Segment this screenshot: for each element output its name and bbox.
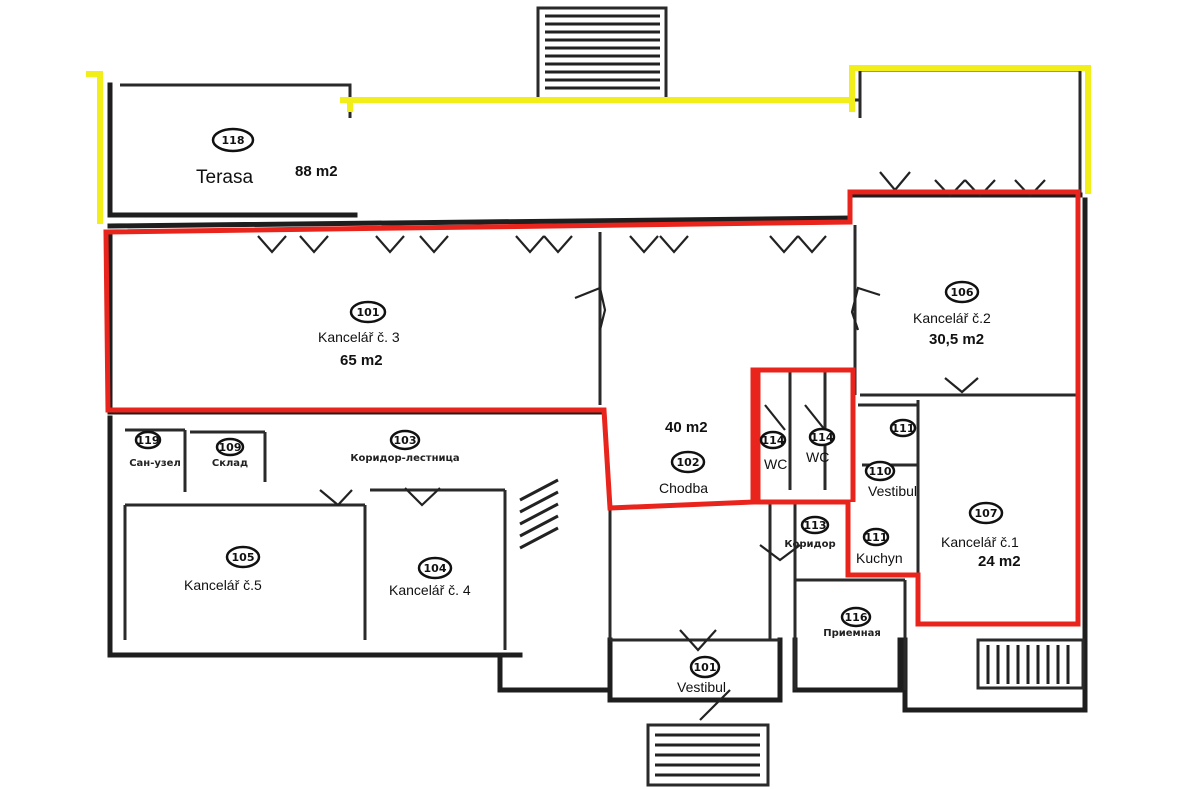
kancelar3-name: Kancelář č. 3	[318, 329, 400, 345]
room-labels: Terasa 88 m2 Kancelář č. 3 65 m2 40 m2 C…	[184, 163, 1021, 695]
interior-walls	[107, 225, 1080, 690]
outer-walls	[107, 68, 1088, 713]
kancelar1-name: Kancelář č.1	[941, 534, 1019, 550]
priemnaya-print: Приемная	[823, 628, 881, 639]
wc2-number: 114	[811, 431, 834, 444]
sklad-print: Склад	[212, 458, 248, 469]
kancelar4-number: 104	[424, 562, 447, 575]
koridor-lestnica-number: 103	[394, 434, 417, 447]
chodba-name: Chodba	[659, 480, 708, 496]
wc-highlight	[750, 367, 856, 502]
kancelar3-number: 101	[357, 306, 380, 319]
kancelar2-number: 106	[951, 286, 974, 299]
kancelar4-name: Kancelář č. 4	[389, 582, 471, 598]
wc1-number: 114	[762, 434, 785, 447]
kancelar3-area: 65 m2	[340, 352, 383, 369]
room-numbers: 118 101 102 106 107 105 104 101 110 114 …	[134, 127, 1004, 679]
wc1-name: WC	[764, 456, 787, 472]
wc2-name: WC	[806, 449, 829, 465]
vestibul-main-number: 101	[694, 661, 717, 674]
kuchyn-name: Kuchyn	[856, 550, 903, 566]
top-staircase	[536, 6, 668, 102]
facade-windows	[257, 171, 1046, 254]
priemnaya-number: 116	[845, 611, 868, 624]
koridor-number: 113	[804, 519, 827, 532]
terasa-number: 118	[222, 134, 245, 147]
santeh-number: 119	[137, 434, 160, 447]
terrace-highlight-top	[340, 65, 1091, 194]
interior-staircase	[519, 478, 559, 550]
vestibul-main-name: Vestibul	[677, 679, 726, 695]
entrance-stairs	[646, 723, 770, 787]
small-111-number: 111	[892, 422, 915, 435]
santeh-print: Сан-узел	[129, 458, 181, 469]
kuchyn-number: 111	[865, 531, 888, 544]
koridor-lestnica-print: Коридор-лестница	[350, 453, 459, 464]
kancelar2-area: 30,5 m2	[929, 331, 984, 348]
koridor-print: Коридор	[784, 539, 835, 550]
chodba-area: 40 m2	[665, 419, 708, 436]
kancelar2-name: Kancelář č.2	[913, 310, 991, 326]
vestibul-small-name: Vestibul	[868, 483, 917, 499]
kancelar1-number: 107	[975, 507, 998, 520]
printed-room-names: Коридор-лестница Коридор Приемная Склад …	[129, 453, 881, 639]
sklad-number: 109	[219, 441, 242, 454]
office-3-highlight	[103, 189, 1081, 627]
kancelar1-area: 24 m2	[978, 553, 1021, 570]
terrace-highlight-left	[86, 71, 103, 224]
side-stairs	[976, 638, 1085, 690]
doors	[319, 377, 979, 721]
terasa-name: Terasa	[196, 167, 253, 188]
kancelar5-number: 105	[232, 551, 255, 564]
vestibul-small-number: 110	[869, 465, 892, 478]
chodba-number: 102	[677, 456, 700, 469]
terasa-area: 88 m2	[295, 163, 338, 180]
kancelar5-name: Kancelář č.5	[184, 577, 262, 593]
